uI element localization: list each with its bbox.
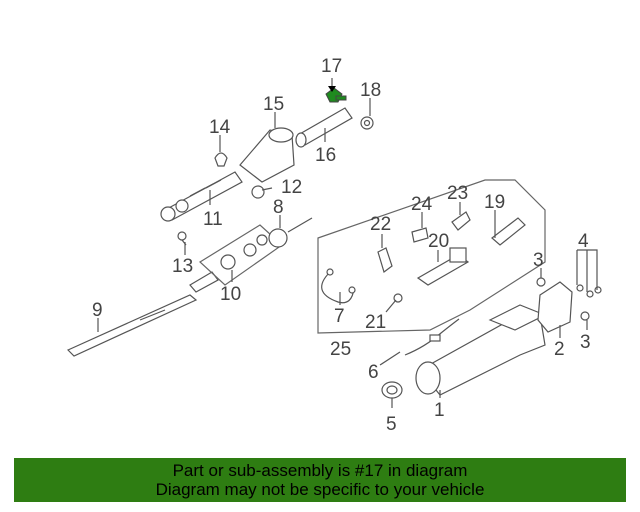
lower-shaft-part[interactable]	[160, 171, 243, 222]
bolt-part-3b[interactable]	[580, 311, 590, 321]
column-cover-part[interactable]	[239, 127, 295, 183]
callout-18[interactable]: 18	[360, 80, 381, 101]
banner-line-1: Part or sub-assembly is #17 in diagram	[172, 461, 468, 480]
bracket-part-22[interactable]	[377, 247, 393, 273]
callout-14[interactable]: 14	[209, 117, 231, 138]
callout-11[interactable]: 11	[203, 209, 223, 230]
parts-diagram: 17 18 15 16 14 12 11 8 13 10 9 22 24 23 …	[66, 56, 602, 435]
callout-7[interactable]: 7	[334, 306, 345, 327]
bolt-part-17-highlighted[interactable]	[325, 87, 347, 103]
upper-shaft-part[interactable]	[295, 107, 353, 148]
leader-lines	[97, 78, 598, 408]
callout-2[interactable]: 2	[554, 339, 565, 360]
callout-15[interactable]: 15	[263, 94, 284, 115]
clip-part-24[interactable]	[411, 227, 429, 243]
callout-10[interactable]: 10	[220, 284, 241, 305]
callout-16[interactable]: 16	[315, 145, 336, 166]
callout-3a[interactable]: 3	[533, 250, 544, 271]
callout-25[interactable]: 25	[330, 339, 351, 360]
bushing-part[interactable]	[381, 381, 403, 399]
cable-part[interactable]	[404, 318, 460, 356]
fastener-part-4[interactable]	[576, 284, 602, 298]
callout-9[interactable]: 9	[92, 300, 103, 321]
plate-part-23[interactable]	[451, 211, 471, 231]
info-banner: Part or sub-assembly is #17 in diagram D…	[14, 458, 626, 502]
seal-part[interactable]	[268, 217, 313, 248]
callout-23[interactable]: 23	[447, 183, 468, 204]
callout-1[interactable]: 1	[434, 400, 445, 421]
clip-part[interactable]	[214, 152, 228, 167]
callout-21[interactable]: 21	[365, 312, 386, 333]
bolt-part-13[interactable]	[177, 231, 187, 246]
callout-4[interactable]: 4	[578, 231, 589, 252]
callout-3b[interactable]: 3	[580, 332, 591, 353]
callout-17[interactable]: 17	[321, 56, 342, 77]
wire-harness-part-7[interactable]	[321, 268, 356, 304]
mounting-bracket-part[interactable]	[537, 281, 573, 333]
callout-24[interactable]: 24	[411, 194, 433, 215]
callout-20[interactable]: 20	[428, 231, 449, 252]
callout-6[interactable]: 6	[368, 362, 379, 383]
callout-22[interactable]: 22	[370, 214, 391, 235]
grommet-part[interactable]	[251, 185, 265, 199]
callout-12[interactable]: 12	[281, 177, 302, 198]
banner-line-2: Diagram may not be specific to your vehi…	[155, 480, 485, 499]
callout-8[interactable]: 8	[273, 197, 284, 218]
switch-part-19[interactable]	[491, 217, 526, 246]
column-housing-part[interactable]	[415, 304, 547, 396]
callout-19[interactable]: 19	[484, 192, 505, 213]
bolt-part-3a[interactable]	[536, 277, 546, 287]
nut-part[interactable]	[360, 116, 374, 130]
lock-cylinder-part-20[interactable]	[416, 247, 470, 286]
callout-5[interactable]: 5	[386, 414, 397, 435]
callout-13[interactable]: 13	[172, 256, 193, 277]
parts-group-box	[317, 179, 546, 334]
intermediate-shaft-part[interactable]	[66, 271, 219, 357]
